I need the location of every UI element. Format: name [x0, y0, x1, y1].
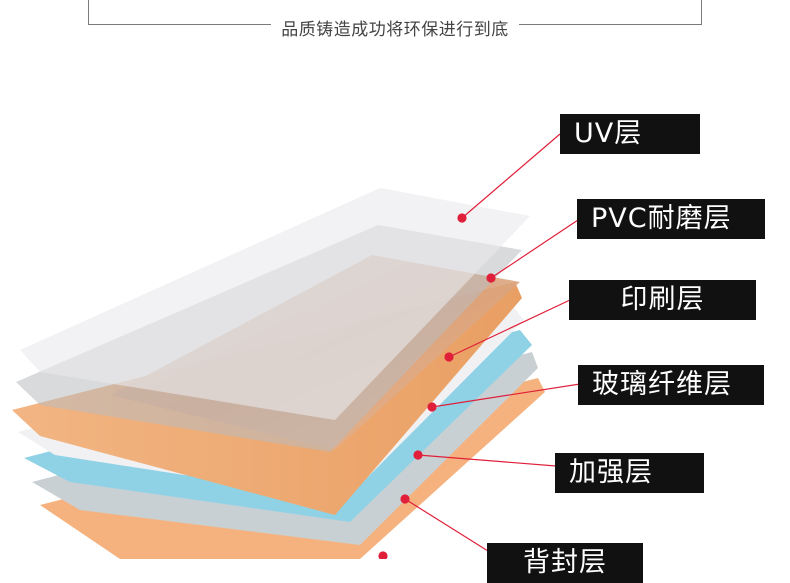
uv-layer-label: UV层 — [560, 114, 700, 154]
uv-leader — [462, 134, 560, 218]
glassfiber-dot — [428, 403, 436, 411]
print-dot — [445, 353, 453, 361]
pvc-dot — [487, 274, 495, 282]
reinforce-layer-label: 加强层 — [555, 453, 704, 493]
back-leader — [405, 499, 488, 551]
back-dot — [401, 495, 409, 503]
back-dot-bottom — [379, 552, 387, 559]
print-layer-label: 印刷层 — [569, 280, 756, 320]
reinforce-dot — [414, 451, 422, 459]
back-layer-label: 背封层 — [487, 543, 643, 583]
glassfiber-layer-label: 玻璃纤维层 — [578, 365, 764, 405]
uv-dot — [458, 214, 466, 222]
pvc-layer-label: PVC耐磨层 — [577, 199, 765, 239]
